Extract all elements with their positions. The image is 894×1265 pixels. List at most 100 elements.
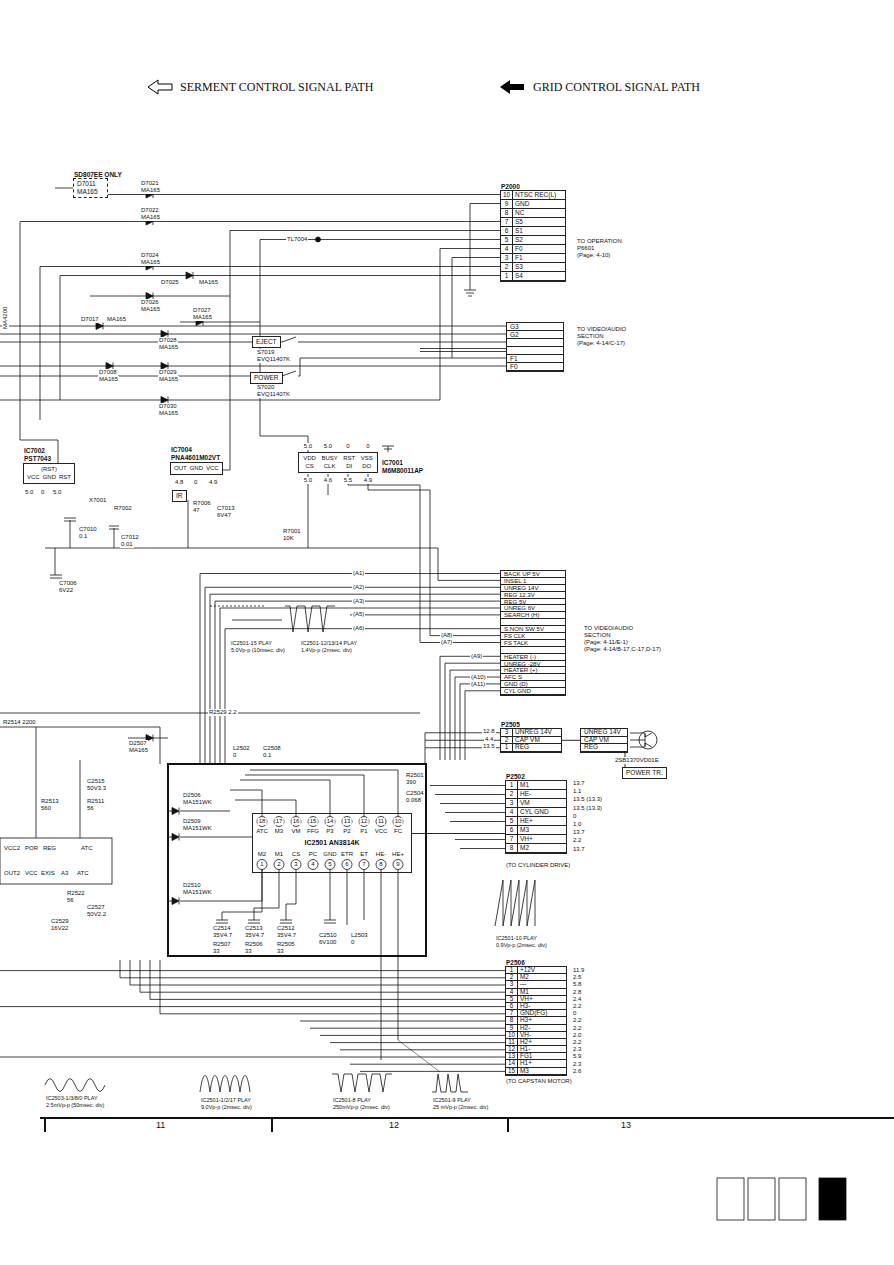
schematic-box: POWER TR. bbox=[622, 767, 667, 779]
part-label: (Page: 4-14/B-17,C-17,D-17) bbox=[583, 646, 662, 653]
pin-number: 9 bbox=[501, 200, 513, 209]
part-label: 4.9 bbox=[363, 477, 373, 484]
part-label: 0 bbox=[345, 443, 350, 450]
pin-name: VCC bbox=[27, 474, 40, 481]
pin-name: VH- bbox=[518, 1032, 566, 1039]
pin-number: 11 bbox=[506, 1039, 518, 1046]
part-label: 8 bbox=[378, 861, 383, 868]
pin-name: H3- bbox=[518, 1003, 566, 1010]
part-label: 10 bbox=[394, 818, 403, 825]
ic-name: IC7004 bbox=[171, 446, 220, 454]
pin-name: VM bbox=[518, 799, 566, 808]
part-label: D7030 bbox=[158, 403, 178, 410]
part-label: 13.5 (13.3) bbox=[572, 796, 603, 803]
schematic-box: P25021M12HE-3VM4CYL GND5HE+6M37VH+8M2 bbox=[505, 780, 567, 854]
signal-name: CYL GND bbox=[501, 688, 565, 695]
part-label: 0 bbox=[350, 939, 355, 946]
page-marker bbox=[819, 1178, 846, 1220]
part-label: M1 bbox=[274, 851, 284, 858]
part-label: 11 bbox=[155, 1120, 166, 1131]
part-label: 3 bbox=[293, 861, 298, 868]
schematic-box: P200010NTSC REC(L)9GND8NC7S56S15S24F03F1… bbox=[500, 190, 566, 282]
signal-name: REG bbox=[581, 744, 627, 752]
part-label: 2.0 bbox=[572, 1032, 582, 1039]
pin-name: CS bbox=[302, 463, 317, 470]
part-label: MA165 bbox=[128, 747, 149, 754]
pin-name: GND(FG) bbox=[518, 1010, 566, 1017]
pin-name: CAP VM bbox=[513, 737, 561, 745]
part-label: ATC bbox=[76, 870, 90, 877]
part-label: 33 bbox=[244, 948, 253, 955]
ic-heading: IC7004PNA4601M02VT bbox=[171, 446, 220, 463]
blank-row bbox=[501, 647, 565, 654]
pin-name: H2+ bbox=[518, 1039, 566, 1046]
waveform bbox=[210, 606, 266, 607]
part-label: R2507 bbox=[212, 941, 232, 948]
box-label: EJECT bbox=[256, 338, 277, 346]
pin-name: DI bbox=[342, 463, 357, 470]
part-label: 56 bbox=[86, 805, 95, 812]
part-label: 5.8 bbox=[572, 981, 582, 988]
part-label: 9 bbox=[395, 861, 400, 868]
schematic-box: IC7001M6M80011APVDDBUSYRSTVSSCSCLKDIDO bbox=[298, 452, 378, 473]
pin-table: 3UNREG 14V2CAP VM1REG bbox=[501, 729, 561, 752]
part-label: 50V3.3 bbox=[86, 785, 107, 792]
waveform bbox=[200, 1076, 250, 1093]
ic-pins: (RST)VCCGNDRST bbox=[24, 464, 74, 483]
part-label: VM bbox=[291, 828, 302, 835]
diode-symbols bbox=[96, 191, 203, 905]
part-label: 6 bbox=[344, 861, 349, 868]
part-label: 4 bbox=[310, 861, 315, 868]
part-label: TO VIDEO/AUDIO bbox=[583, 625, 634, 632]
part-label: X7001 bbox=[88, 497, 107, 504]
pin-number: 8 bbox=[501, 209, 513, 218]
pin-name: H1- bbox=[518, 1046, 566, 1053]
part-label: C7013 bbox=[216, 505, 236, 512]
part-label: MA165 bbox=[198, 279, 219, 286]
wire-connector bbox=[412, 833, 505, 834]
part-label: R2513 bbox=[40, 798, 60, 805]
pin-number: 3 bbox=[506, 981, 518, 988]
part-label: R2506 bbox=[244, 941, 264, 948]
part-label: 16V22 bbox=[50, 925, 69, 932]
part-label: 0 bbox=[365, 443, 370, 450]
pin-number: 1 bbox=[501, 272, 513, 281]
part-label: MA165 bbox=[140, 187, 161, 194]
blank-row bbox=[507, 339, 563, 347]
part-label: C2512 bbox=[276, 925, 296, 932]
ic-name: PNA4601M02VT bbox=[171, 454, 220, 462]
part-label: D7025 bbox=[160, 279, 180, 286]
part-label: 1.0 bbox=[572, 821, 582, 828]
part-label: P3 bbox=[325, 828, 334, 835]
pin-name: M1 bbox=[518, 781, 566, 790]
part-label: (A7) bbox=[440, 639, 453, 646]
part-label: 5.0 bbox=[323, 443, 333, 450]
pin-table: 10NTSC REC(L)9GND8NC7S56S15S24F03F12S31S… bbox=[501, 191, 565, 281]
ic-heading: IC7001M6M80011AP bbox=[377, 459, 423, 476]
part-label: IC2501-1/2/17 PLAY bbox=[200, 1097, 252, 1104]
pin-name: M3 bbox=[518, 1068, 566, 1075]
pin-number: 8 bbox=[506, 844, 518, 853]
part-label: C2513 bbox=[244, 925, 264, 932]
ic-name: IC7001 bbox=[382, 459, 423, 467]
part-label: 13.7 bbox=[572, 829, 586, 836]
part-label: 1.4Vp-p (2msec. div) bbox=[300, 647, 353, 654]
part-label: 35V4.7 bbox=[212, 932, 233, 939]
part-label: TO OPERATION bbox=[576, 238, 623, 245]
legend-text: SERMENT CONTROL SIGNAL PATH bbox=[180, 80, 373, 94]
part-label: 10K bbox=[282, 535, 295, 542]
part-label: MA151WK bbox=[182, 889, 213, 896]
pin-name: +12V bbox=[518, 967, 566, 974]
part-label: C2510 bbox=[318, 932, 338, 939]
ic-heading: IC7002PST7043 bbox=[24, 447, 51, 464]
part-label: FFG bbox=[306, 828, 320, 835]
part-label: 13.7 bbox=[572, 780, 586, 787]
legend-arrow-filled bbox=[500, 80, 524, 94]
box-label: IR bbox=[176, 492, 183, 500]
pin-name: H3+ bbox=[518, 1017, 566, 1024]
pin-name: S5 bbox=[513, 218, 565, 227]
part-label: C2529 bbox=[50, 918, 70, 925]
pin-number: 15 bbox=[506, 1068, 518, 1075]
part-label: MA151WK bbox=[182, 799, 213, 806]
